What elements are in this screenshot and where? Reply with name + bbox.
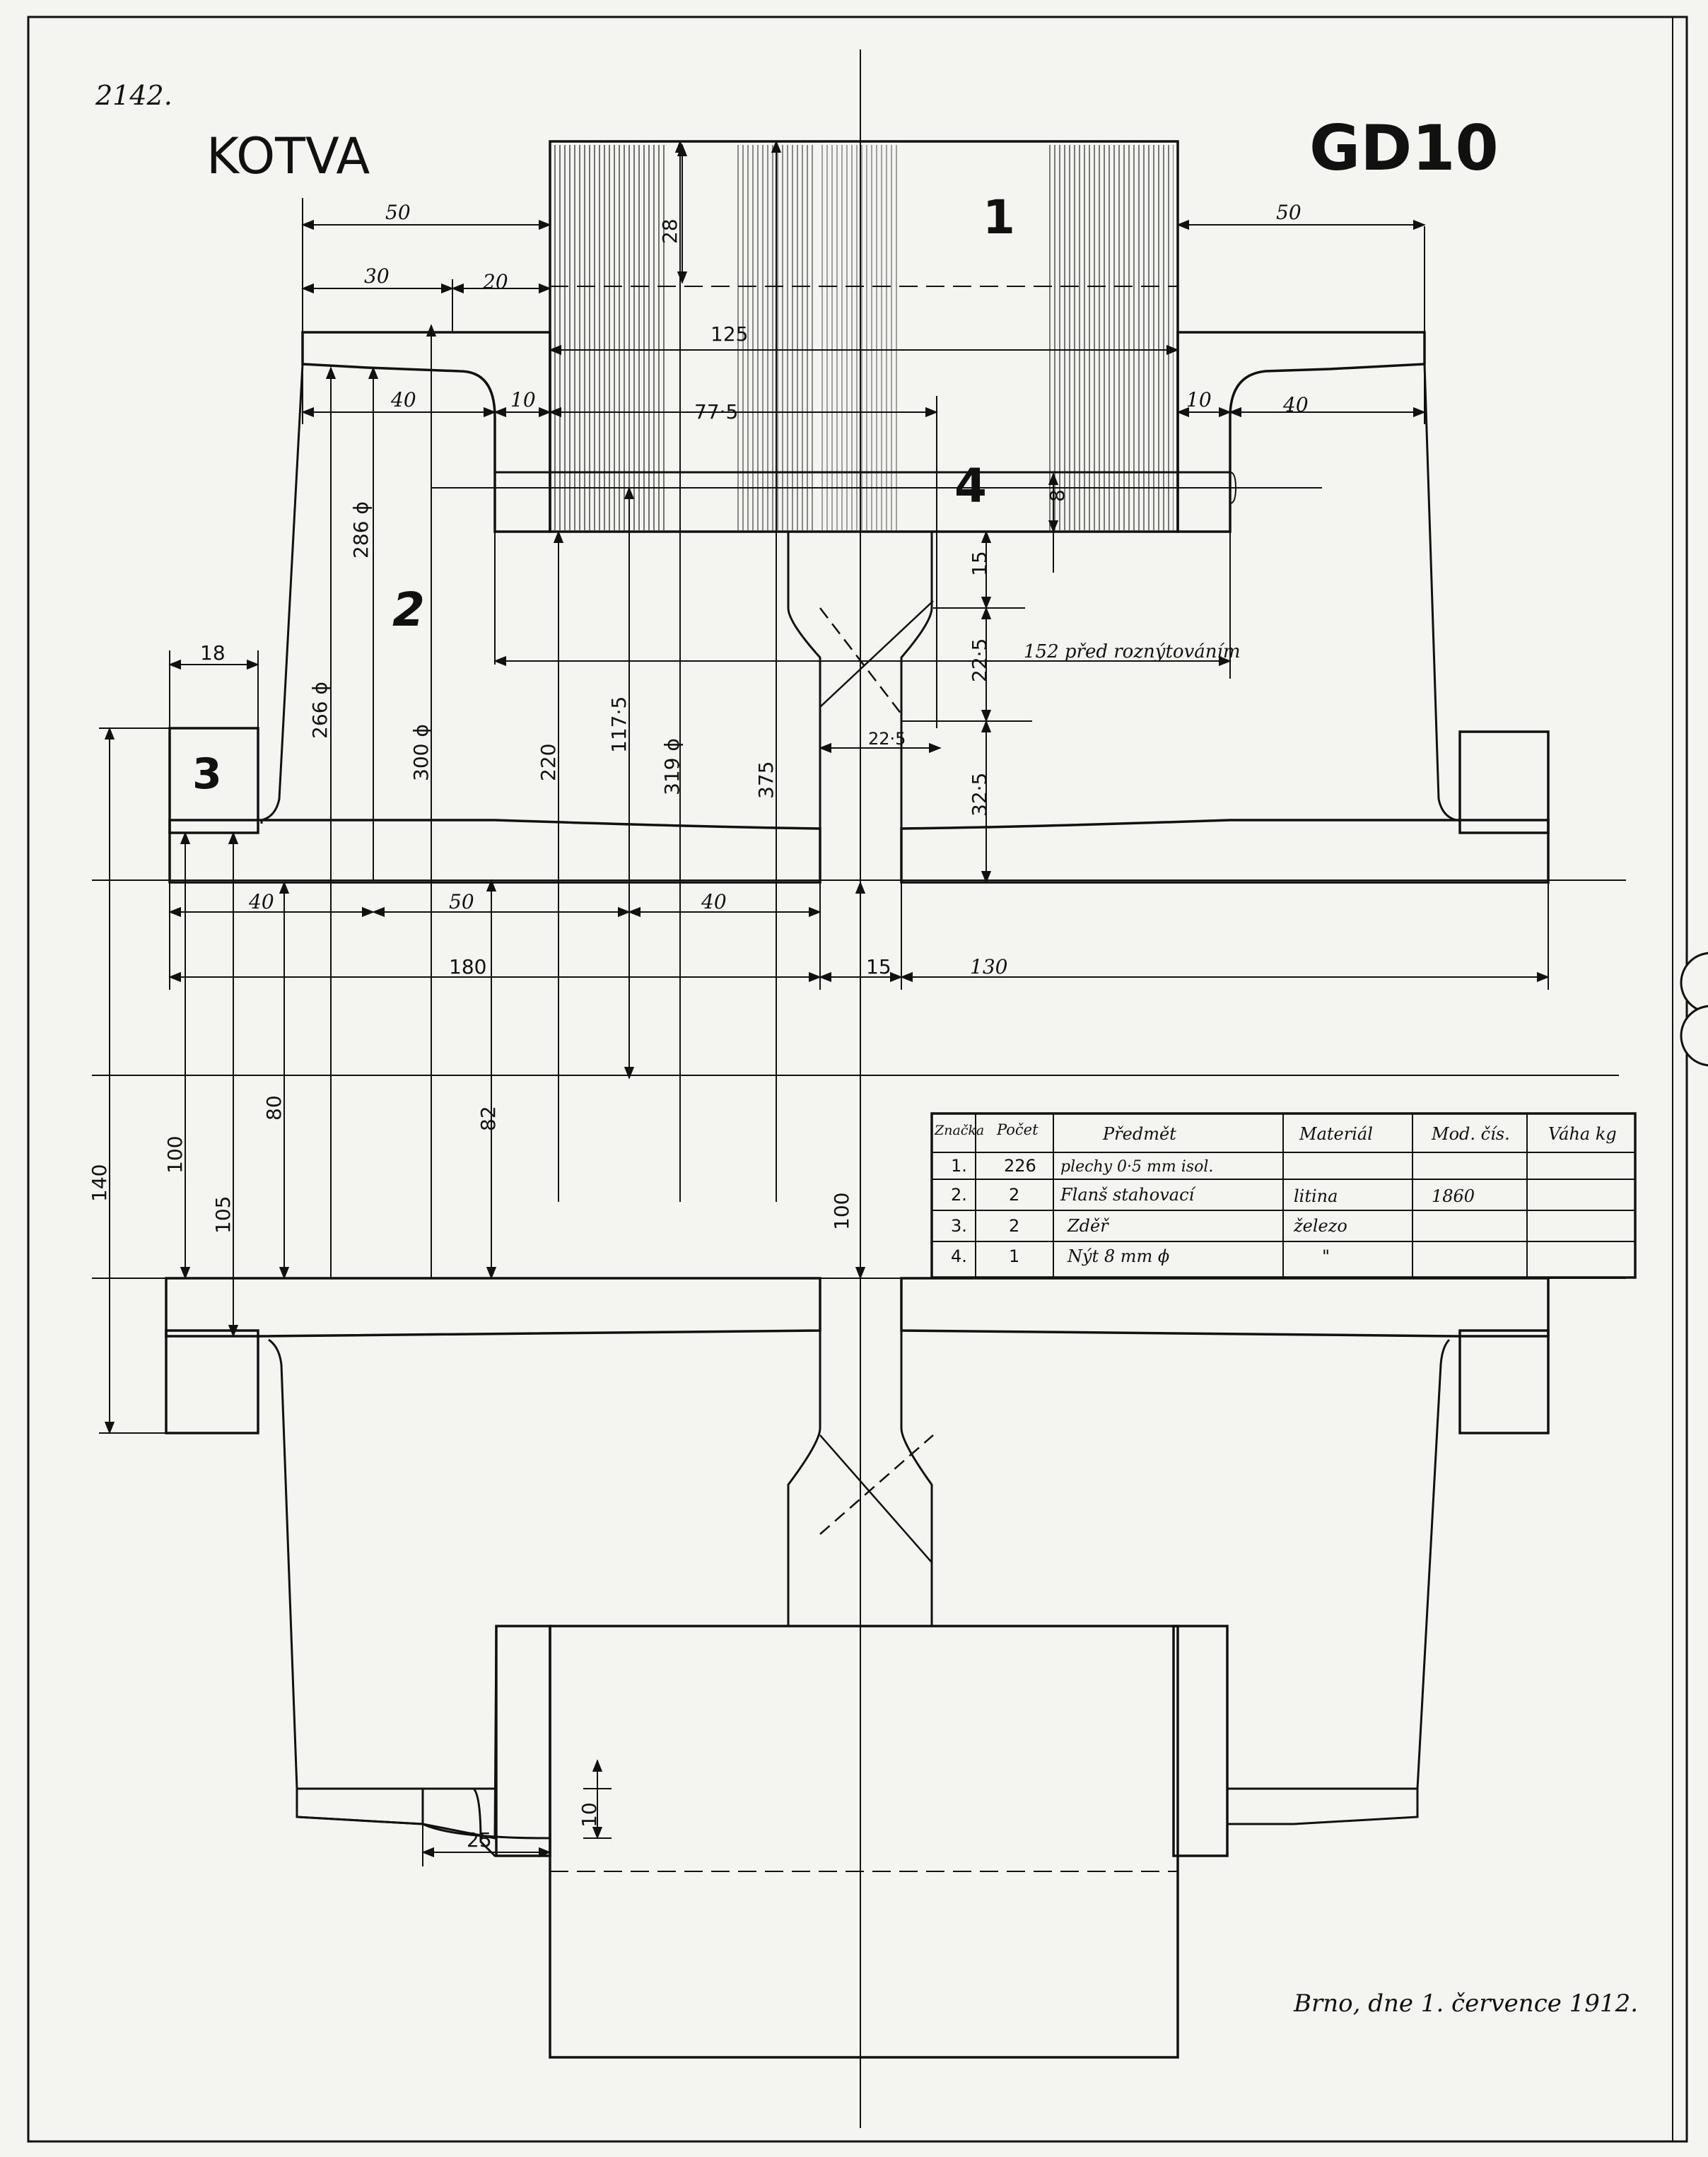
table-row-2-qty: 2 — [1009, 1185, 1019, 1205]
dim-dia-375: 375 — [754, 761, 778, 799]
table-row-4-mark: 4. — [951, 1246, 967, 1266]
lower-section — [165, 1277, 1550, 2059]
dim-vert-32-5: 32·5 — [968, 773, 991, 817]
dim-h-82: 82 — [476, 1106, 500, 1131]
rivet — [493, 471, 1232, 533]
table-row-4-material: " — [1322, 1246, 1330, 1266]
table-header-0: Značka — [934, 1123, 984, 1138]
ring-upper-left — [168, 727, 259, 834]
table-row-3-mark: 3. — [951, 1216, 967, 1236]
ring-upper-right — [1458, 730, 1550, 834]
dim-rivet-8: 8 — [1046, 489, 1069, 502]
dim-top-right-50: 50 — [1276, 201, 1302, 224]
dim-vert-22-5: 22·5 — [968, 638, 991, 682]
dim-bottom-130: 130 — [970, 955, 1007, 978]
table-row-3-item: Zděř — [1067, 1216, 1110, 1236]
upper-section — [168, 140, 1550, 884]
lamination-stack-lower — [549, 1625, 1179, 2059]
dim-width-77-5: 77·5 — [694, 400, 738, 423]
table-header-1: Počet — [996, 1121, 1039, 1138]
drawing-title: KOTVA — [206, 127, 370, 185]
hub-plate-lower-left — [165, 1277, 821, 1338]
dim-width-22-5: 22·5 — [868, 729, 906, 749]
table-row-4-qty: 1 — [1009, 1246, 1019, 1266]
dim-bottom-180: 180 — [449, 955, 486, 978]
parts-table: Značka Počet Předmět Materiál Mod. čís. … — [930, 1112, 1637, 1279]
table-row-3-qty: 2 — [1009, 1216, 1019, 1236]
date-line: Brno, dne 1. července 1912. — [1293, 1989, 1638, 2018]
table-row-2-mark: 2. — [951, 1185, 967, 1205]
table-header-3: Materiál — [1299, 1124, 1373, 1144]
hub-plate-lower-right — [900, 1277, 1550, 1338]
drawing-number: 2142. — [95, 80, 172, 111]
dim-h-100b: 100 — [830, 1193, 853, 1230]
part-label-1: 1 — [983, 190, 1015, 245]
dimension-lines — [99, 140, 1550, 1866]
dim-left-10: 10 — [510, 388, 536, 411]
table-row-2-item: Flanš stahovací — [1060, 1185, 1197, 1205]
dim-height-28: 28 — [658, 218, 682, 244]
part-label-4: 4 — [954, 459, 987, 513]
dim-low-10: 10 — [578, 1802, 601, 1828]
sheet-border — [27, 16, 1688, 2143]
dim-width-125: 125 — [710, 322, 748, 346]
dim-right-10: 10 — [1186, 388, 1212, 411]
hub-plate-right — [900, 819, 1550, 884]
dim-h-105: 105 — [211, 1196, 235, 1234]
dim-dia-286: 286 ϕ — [349, 501, 373, 559]
dim-left-40: 40 — [390, 388, 416, 411]
model-number: GD10 — [1309, 112, 1499, 185]
dim-h-140: 140 — [88, 1164, 111, 1202]
dim-dia-117-5: 117·5 — [607, 696, 631, 753]
table-row-3-material: železo — [1293, 1216, 1347, 1236]
table-row-1-qty: 226 — [1004, 1156, 1036, 1176]
dim-bottom-15: 15 — [866, 955, 891, 978]
dimension-texts: 50 30 20 50 28 125 40 10 77·5 10 40 8 15… — [88, 201, 1309, 1852]
dim-bottom-40b: 40 — [701, 890, 727, 913]
dim-top-left-20: 20 — [482, 270, 508, 293]
table-row-1-item: plechy 0·5 mm isol. — [1060, 1158, 1213, 1176]
table-header-2: Předmět — [1102, 1124, 1176, 1144]
table-header-5: Váha kg — [1548, 1124, 1617, 1144]
dim-rivet-length-note: 152 před roznýtováním — [1024, 641, 1240, 662]
table-row-4-item: Nýt 8 mm ϕ — [1067, 1246, 1169, 1266]
part-label-2: 2 — [392, 583, 425, 637]
dim-right-40: 40 — [1282, 393, 1309, 416]
part-label-3: 3 — [192, 749, 222, 799]
dim-left-18: 18 — [200, 641, 226, 665]
ring-lower-left — [165, 1329, 259, 1434]
hub-plate-left — [168, 819, 821, 884]
dim-top-left-30: 30 — [364, 264, 390, 288]
dim-dia-300: 300 ϕ — [409, 724, 433, 781]
dim-bottom-50: 50 — [449, 890, 474, 913]
dim-dia-220: 220 — [537, 744, 560, 781]
table-row-2-material: litina — [1294, 1186, 1338, 1206]
binding-holes — [1680, 952, 1708, 1067]
dim-low-25: 25 — [467, 1828, 492, 1852]
dim-vert-15: 15 — [968, 551, 991, 576]
dim-top-left-50: 50 — [385, 201, 411, 224]
dim-h-80: 80 — [262, 1095, 286, 1121]
dim-h-100a: 100 — [163, 1136, 187, 1174]
dim-dia-266: 266 ϕ — [308, 682, 332, 739]
table-row-1-mark: 1. — [951, 1156, 967, 1176]
ring-lower-right — [1458, 1329, 1550, 1434]
table-header-4: Mod. čís. — [1431, 1124, 1510, 1144]
dim-dia-319: 319 ϕ — [660, 738, 684, 795]
table-row-2-model: 1860 — [1432, 1186, 1475, 1206]
dim-bottom-40a: 40 — [248, 890, 274, 913]
